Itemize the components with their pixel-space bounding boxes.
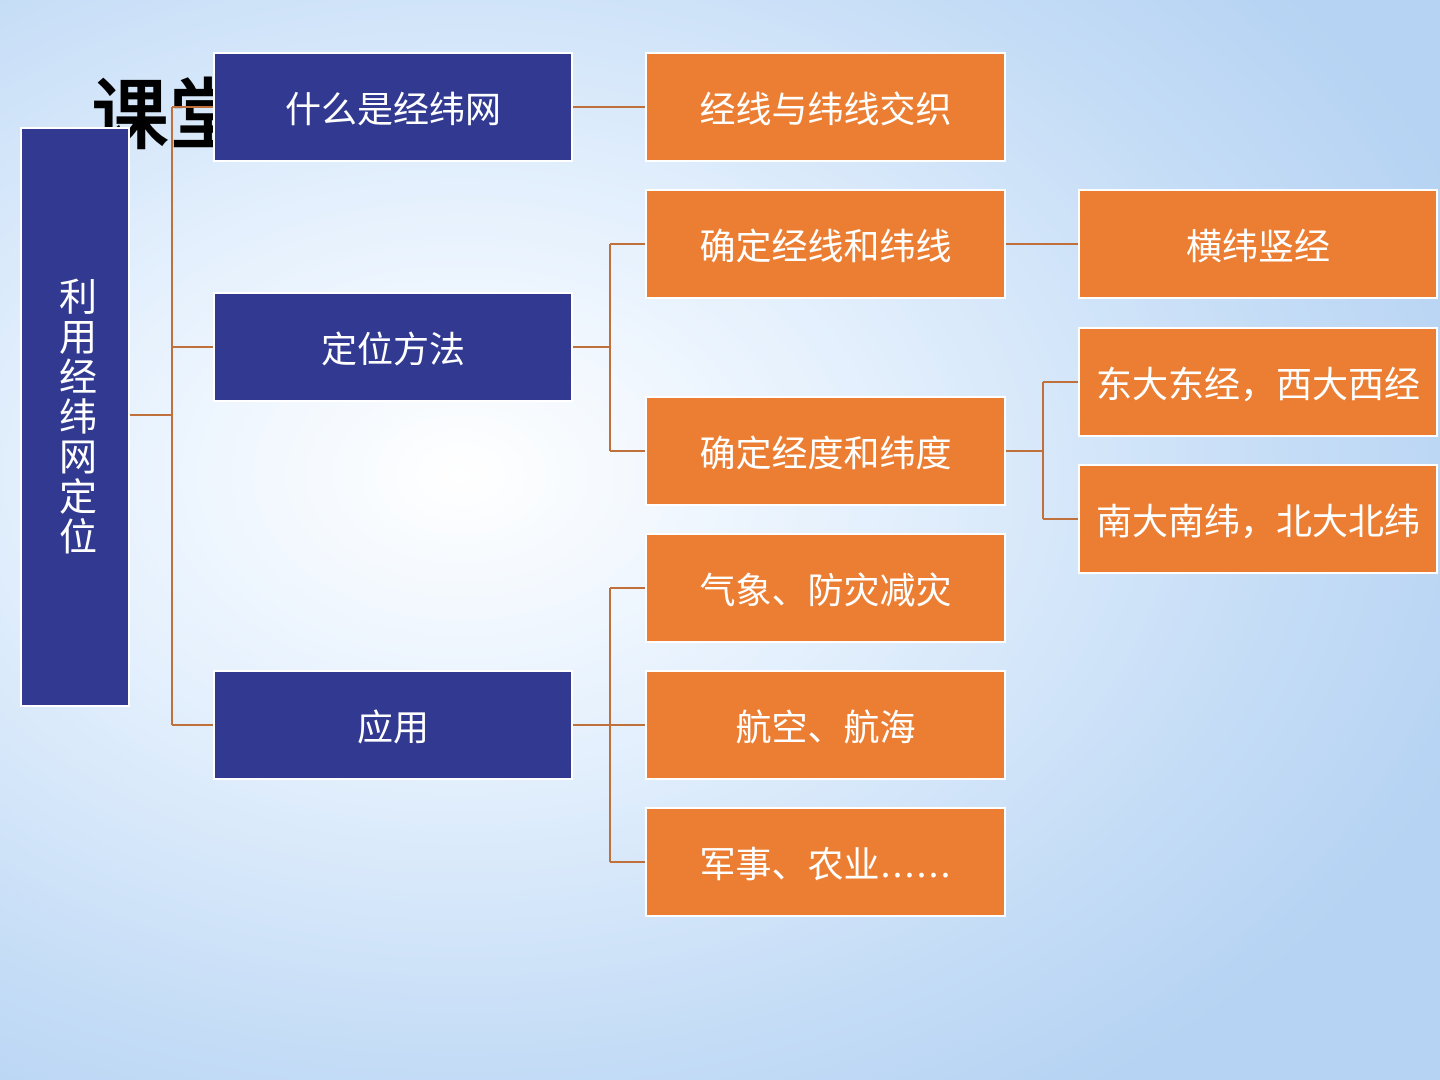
- node-lines-interweave: 经线与纬线交织: [645, 52, 1006, 162]
- node-label: 什么是经纬网: [284, 90, 501, 131]
- node-label: 应用: [356, 708, 429, 749]
- node-label: 东大东经，西大西经: [1095, 365, 1420, 406]
- node-positioning-method: 定位方法: [213, 292, 573, 402]
- node-east-west-rule: 东大东经，西大西经: [1078, 327, 1438, 437]
- connector-method: [572, 243, 647, 452]
- connector-degree: [1005, 381, 1080, 520]
- node-aviation-navigation: 航空、航海: [645, 670, 1006, 780]
- node-determine-lines: 确定经线和纬线: [645, 189, 1006, 299]
- root-node: 利用经纬网定位: [20, 127, 130, 707]
- node-label: 确定经线和纬线: [699, 227, 952, 268]
- connector-apply: [572, 587, 647, 863]
- node-label: 气象、防灾减灾: [699, 571, 952, 612]
- node-application: 应用: [213, 670, 573, 780]
- node-weather-disaster: 气象、防灾减灾: [645, 533, 1006, 643]
- node-military-agriculture: 军事、农业……: [645, 807, 1006, 917]
- node-label: 经线与纬线交织: [699, 90, 952, 131]
- node-label: 定位方法: [320, 330, 465, 371]
- connector-root: [130, 106, 215, 726]
- node-horizontal-vertical: 横纬竖经: [1078, 189, 1438, 299]
- node-label: 横纬竖经: [1185, 227, 1330, 268]
- node-what-is-graticule: 什么是经纬网: [213, 52, 573, 162]
- node-determine-degrees: 确定经度和纬度: [645, 396, 1006, 506]
- node-label: 航空、航海: [735, 708, 916, 749]
- node-label: 南大南纬，北大北纬: [1095, 502, 1420, 543]
- node-label: 确定经度和纬度: [699, 434, 952, 475]
- node-label: 军事、农业……: [699, 845, 952, 886]
- root-label: 利用经纬网定位: [52, 277, 97, 557]
- node-south-north-rule: 南大南纬，北大北纬: [1078, 464, 1438, 574]
